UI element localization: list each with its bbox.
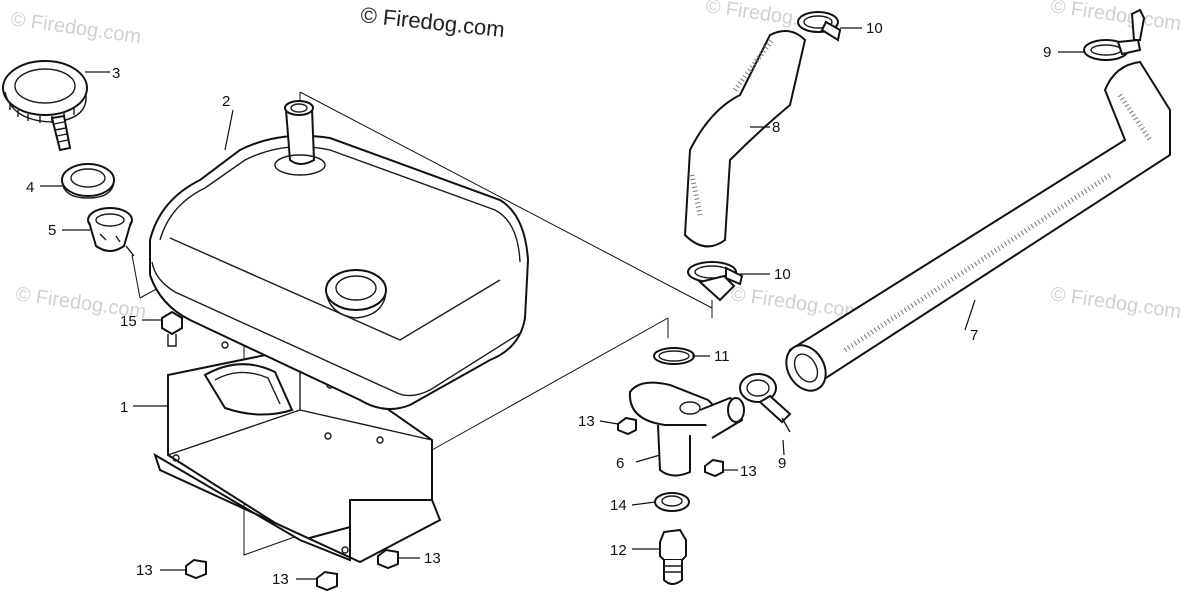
callout-1: 1 [120,399,128,416]
upper-hose [683,30,807,248]
fuel-joint [628,381,745,477]
callout-9-lower: 9 [778,455,786,472]
drain-bolt [659,528,687,585]
cap-gasket [61,163,115,199]
callout-9-upper: 9 [1043,44,1051,61]
callout-13-bracket-right: 13 [424,550,441,567]
callout-8: 8 [772,119,780,136]
callout-13-bracket-bottom: 13 [272,571,289,588]
fuel-cap [2,60,88,152]
copyright-text: © Firedog.com [359,2,505,42]
fuel-strainer [87,207,135,257]
nuts-13 [185,416,724,592]
leader-lines [40,27,1084,580]
callouts: 3 2 4 5 15 1 10 9 8 10 11 7 13 6 13 9 14… [26,20,1051,588]
callout-13-joint-right: 13 [740,463,757,480]
callout-10-lower: 10 [774,266,791,283]
callout-4: 4 [26,179,34,196]
watermark-far-right: © Firedog.com [1049,283,1182,323]
callout-10-upper: 10 [866,20,883,37]
hose-clamp-upper [797,11,842,42]
callout-12: 12 [610,542,627,559]
callout-7: 7 [970,327,978,344]
o-ring [653,347,695,365]
fuel-tank [149,100,530,410]
bolt-15 [161,310,183,347]
hose-clamp-9-lower [739,373,792,433]
callout-6: 6 [616,455,624,472]
watermark-top-left: © Firedog.com [9,8,142,48]
callout-3: 3 [112,65,120,82]
callout-13-bracket-left: 13 [136,562,153,579]
drain-washer [654,492,690,512]
callout-15: 15 [120,313,137,330]
hose-clamp-9-upper [1083,8,1146,61]
hose-clamp-lower [687,261,744,302]
long-hose [785,60,1171,392]
callout-11: 11 [714,348,730,365]
callout-13-joint-left: 13 [578,413,595,430]
callout-2: 2 [222,93,230,110]
callout-14: 14 [610,497,627,514]
callout-5: 5 [48,222,56,239]
watermark-top-right: © Firedog.com [1049,0,1182,35]
